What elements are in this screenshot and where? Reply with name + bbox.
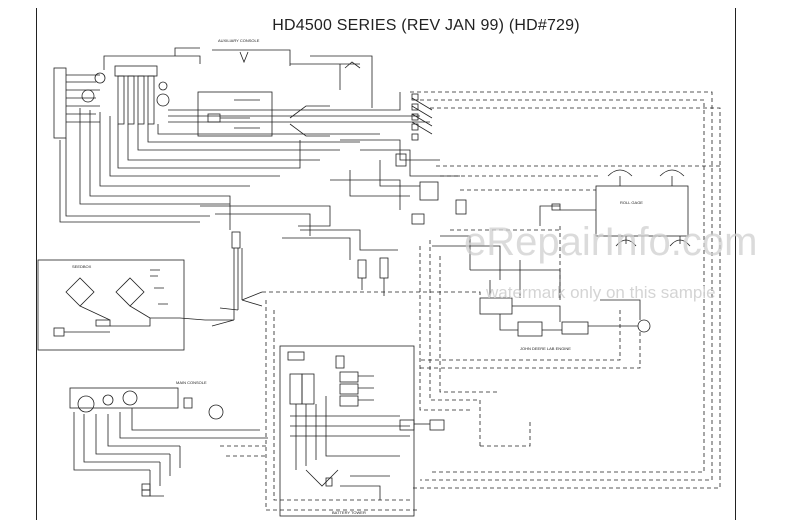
roll-gage-area bbox=[539, 169, 691, 247]
john-deere-engine-label: JOHN DEERE LAB ENGINE bbox=[520, 346, 571, 351]
seedbox-label: SEEDBOX bbox=[72, 264, 92, 269]
auxiliary-console-area bbox=[197, 91, 330, 137]
center-trunk bbox=[205, 231, 389, 327]
diagram-title: HD4500 SERIES (REV JAN 99) (HD#729) bbox=[272, 17, 580, 34]
main-harness-runs bbox=[59, 92, 467, 260]
main-console-area bbox=[69, 387, 268, 497]
battery-tower-area bbox=[279, 345, 445, 517]
seedbox-panel bbox=[37, 259, 206, 351]
upper-harness bbox=[53, 47, 373, 139]
watermark: eRepairInfo.com watermark only on this s… bbox=[464, 220, 757, 302]
watermark-note: watermark only on this sample bbox=[485, 283, 716, 302]
component-labels: AUXILIARY CONSOLE SEEDBOX MAIN CONSOLE R… bbox=[72, 38, 643, 515]
dashed-routing bbox=[220, 91, 721, 511]
sheet-border bbox=[36, 8, 736, 520]
watermark-brand: eRepairInfo.com bbox=[464, 220, 757, 264]
battery-tower-label: BATTERY TOWER bbox=[332, 510, 366, 515]
roll-gage-label: ROLL GAGE bbox=[620, 200, 643, 205]
main-console-label: MAIN CONSOLE bbox=[176, 380, 207, 385]
auxiliary-console-label: AUXILIARY CONSOLE bbox=[218, 38, 260, 43]
